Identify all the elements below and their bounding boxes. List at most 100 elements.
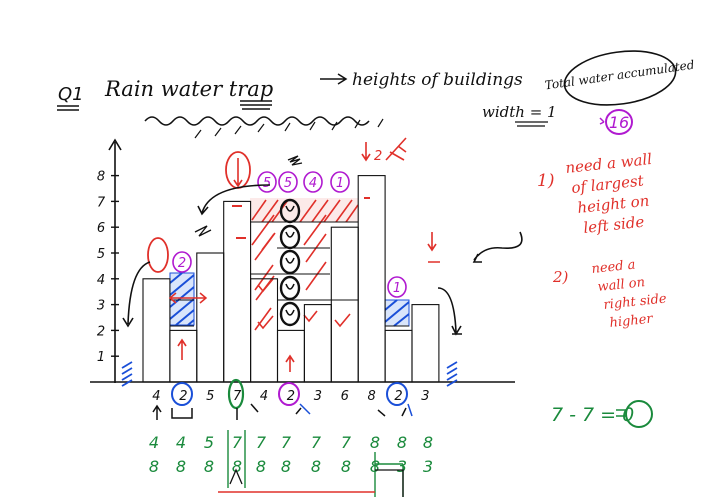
total-value: 16 <box>609 113 629 132</box>
unit-circles <box>279 155 303 327</box>
left-max-value: 7 <box>232 433 243 452</box>
question-label: Q1 <box>58 84 84 105</box>
right-max-value: 8 <box>341 457 351 476</box>
squiggle-underline <box>144 116 370 126</box>
water-count: 2 <box>178 256 186 271</box>
red-water-region <box>232 197 370 331</box>
bottom-note-group: 7 - 7 = 0 <box>551 400 653 428</box>
heights-note: heights of buildings <box>352 70 523 90</box>
building-label: 7 <box>233 389 242 404</box>
bottom-note: 7 - 7 = 0 <box>551 404 634 426</box>
right-max-value: 8 <box>204 457 214 476</box>
red-cross-strokes <box>385 137 407 161</box>
left-max-value: 7 <box>256 433 267 452</box>
red-water-top-band <box>250 198 358 222</box>
bottom-note-circle <box>625 400 653 428</box>
red-arrow-right-side <box>427 232 440 263</box>
building-bar <box>384 329 413 383</box>
label-pointer-arrows <box>152 403 407 420</box>
black-bottom-box <box>229 468 404 497</box>
water-count-circle <box>257 171 277 193</box>
building-label: 5 <box>206 389 214 404</box>
condition-1-number: 1) <box>537 171 554 191</box>
water-count-circle <box>303 171 323 193</box>
building-bar <box>411 304 440 383</box>
building-bar <box>169 329 198 383</box>
unit-circle-2 <box>279 224 301 250</box>
water-count: 1 <box>336 176 344 191</box>
condition-line: need a <box>591 257 636 277</box>
blue-pointer-arrows <box>299 403 413 417</box>
building-bar <box>357 175 386 383</box>
unit-circle-4 <box>279 275 301 301</box>
curved-arrow-right <box>437 287 462 336</box>
y-tick-label: 8 <box>97 170 105 185</box>
condition-line: right side <box>603 291 668 313</box>
building-label: 2 <box>179 389 187 404</box>
label-circle-building-4 <box>227 378 245 410</box>
building-bars <box>142 175 440 383</box>
squiggle-arrow-right <box>472 231 523 263</box>
building-label: 2 <box>394 389 402 404</box>
left-max-value: 7 <box>281 433 292 452</box>
water-count-circle <box>387 276 407 298</box>
building-bar <box>196 252 225 383</box>
building-label: 3 <box>421 389 429 404</box>
total-note-circle <box>563 50 677 106</box>
left-max-value: 8 <box>370 433 380 452</box>
red-up-arrow-building-2 <box>177 338 187 360</box>
building-bar <box>303 304 332 383</box>
red-double-arrow <box>168 292 208 304</box>
red-circle-building-1 <box>147 237 169 273</box>
building-label: 4 <box>152 389 160 404</box>
y-tick-label: 7 <box>97 195 106 210</box>
left-max-value: 7 <box>341 433 352 452</box>
label-circle-building-10 <box>386 382 408 406</box>
red-dash-marks <box>232 197 370 239</box>
condition-line: left side <box>583 213 646 237</box>
right-max-value: 3 <box>423 457 433 476</box>
unit-circle-scribble <box>285 205 295 316</box>
right-max-value: 8 <box>149 457 159 476</box>
water-count-circle <box>330 171 350 193</box>
water-cells <box>121 272 458 387</box>
left-max-value: 4 <box>176 433 186 452</box>
red-annotations: 2 <box>147 137 440 372</box>
right-max-value: 8 <box>176 457 186 476</box>
heading: Q1 Rain water trap heights of buildings … <box>57 50 696 139</box>
total-value-circle <box>605 109 633 135</box>
slash-marks <box>194 118 384 139</box>
left-max-value: 4 <box>149 433 159 452</box>
building-bar <box>223 200 252 383</box>
y-tick-label: 4 <box>97 273 105 288</box>
building-label: 2 <box>287 389 295 404</box>
building-label: 4 <box>260 389 268 404</box>
right-max-value: 8 <box>311 457 321 476</box>
water-count: 4 <box>309 176 317 191</box>
building-bar <box>330 226 359 383</box>
right-max-value: 8 <box>256 457 266 476</box>
condition-line: higher <box>609 311 654 331</box>
y-axis-arrow-icon <box>108 138 122 151</box>
width-note: width = 1 <box>482 103 557 121</box>
building-label: 8 <box>368 389 376 404</box>
water-count-circle <box>172 251 192 273</box>
right-max-value: 8 <box>281 457 291 476</box>
scribble-near-left-bar <box>194 225 212 237</box>
water-count: 5 <box>284 176 292 191</box>
red-checkmarks <box>257 278 351 330</box>
right-max-value: 8 <box>232 457 242 476</box>
overflow-hatch-left <box>121 361 133 387</box>
black-annotations <box>122 184 523 336</box>
red-up-arrow-building-6 <box>285 354 295 372</box>
total-note: Total water accumulated <box>544 58 696 93</box>
title-text: Rain water trap <box>104 77 273 101</box>
